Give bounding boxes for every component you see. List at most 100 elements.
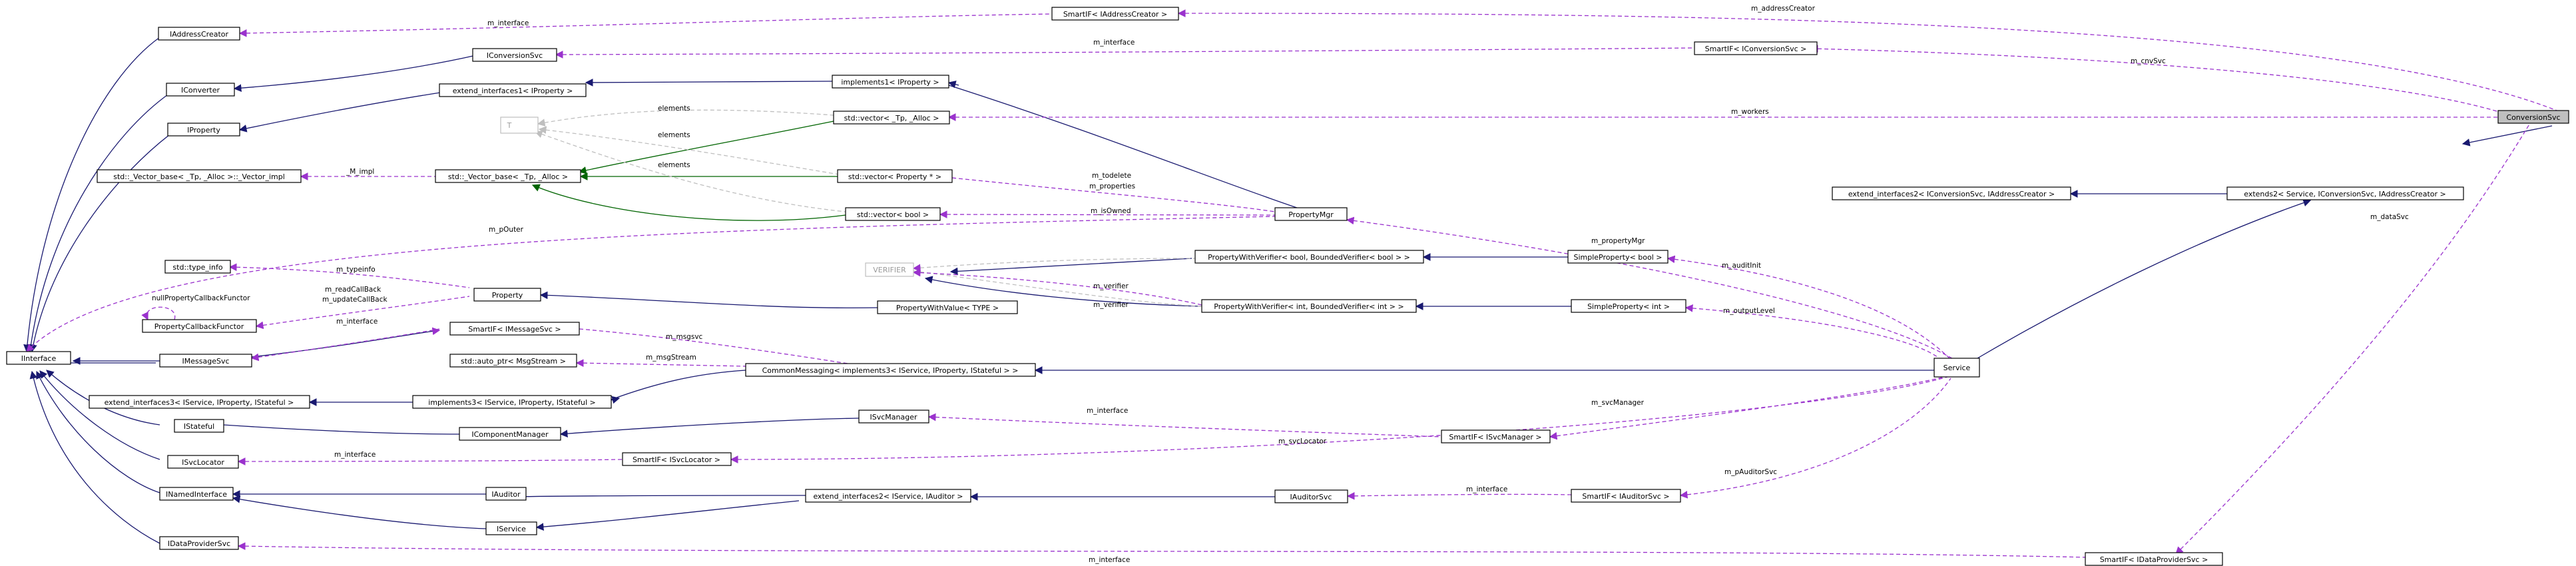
edge-iconversionsvc-smartifconversion [555, 47, 1695, 59]
edge-extendinterfaces1-implements1 [585, 79, 833, 87]
node-property-with-value-box[interactable]: PropertyWithValue< TYPE > [877, 300, 1018, 314]
node-extend-interfaces2-conv[interactable]: extend_interfaces2< IConversionSvc, IAdd… [1832, 186, 2071, 200]
label-null-property-callback-functor: nullPropertyCallbackFunctor [152, 294, 250, 302]
label-m-read-callback: m_readCallBack [325, 286, 382, 294]
node-iproperty-label: IProperty [187, 126, 220, 135]
node-idata-provider-svc-label: IDataProviderSvc [168, 539, 230, 548]
node-simple-property-bool[interactable]: SimpleProperty< bool > [1567, 250, 1669, 264]
node-idata-provider-svc[interactable]: IDataProviderSvc [159, 536, 239, 550]
node-property-callback-functor-label: PropertyCallbackFunctor [154, 322, 244, 331]
node-vector-bool[interactable]: std::vector< bool > [845, 207, 941, 221]
node-smartif-svc-locator[interactable]: SmartIF< ISvcLocator > [622, 452, 732, 466]
label-m-svc-locator: m_svcLocator [1278, 437, 1327, 445]
node-extend-interfaces2-svc-label: extend_interfaces2< IService, IAuditor > [813, 492, 963, 501]
node-smartif-address-creator[interactable]: SmartIF< IAddressCreator > [1051, 7, 1179, 21]
edge-propertywithvalue-pwvbool [949, 258, 1192, 276]
node-isvc-manager[interactable]: ISvcManager [858, 410, 929, 424]
node-conversion-svc[interactable]: ConversionSvc [2497, 110, 2569, 124]
edge-icomponentmanager-isvcmanager [559, 418, 860, 438]
node-imessage-svc-label: IMessageSvc [182, 357, 230, 366]
edge-smartifauditorsvc-service [1679, 378, 1951, 499]
label-m-audit-init: m_auditInit [1722, 262, 1761, 270]
node-inamed-interface[interactable]: INamedInterface [159, 487, 234, 501]
node-service[interactable]: Service [1933, 358, 1980, 378]
edge-smartifdataprovider-conversionsvc [2175, 123, 2531, 555]
node-t[interactable]: T [500, 117, 539, 134]
node-implements3[interactable]: implements3< IService, IProperty, IState… [412, 395, 612, 409]
node-extends2[interactable]: extends2< Service, IConversionSvc, IAddr… [2226, 186, 2464, 200]
node-property-callback-functor[interactable]: PropertyCallbackFunctor [142, 319, 257, 333]
node-vector-property[interactable]: std::vector< Property * > [837, 169, 953, 183]
node-vector-bool-label: std::vector< bool > [857, 210, 929, 219]
node-smartif-svc-manager[interactable]: SmartIF< ISvcManager > [1441, 429, 1551, 443]
node-isvc-locator[interactable]: ISvcLocator [167, 455, 239, 469]
node-verifier[interactable]: VERIFIER [865, 262, 914, 277]
label-m-msgsvc: m_msgsvc [666, 333, 703, 341]
node-istateful-label: IStateful [184, 422, 214, 431]
node-conversion-svc-label: ConversionSvc [2506, 113, 2560, 122]
node-imessage-svc[interactable]: IMessageSvc [159, 354, 252, 368]
label-m-workers: m_workers [1731, 108, 1769, 116]
node-smartif-svc-locator-label: SmartIF< ISvcLocator > [633, 455, 720, 464]
node-extend-interfaces2-svc[interactable]: extend_interfaces2< IService, IAuditor > [805, 489, 971, 503]
edge-t-vectorbool [534, 131, 846, 212]
node-pwv-int-label: PropertyWithVerifier< int, BoundedVerifi… [1214, 302, 1404, 311]
node-icomponent-manager[interactable]: IComponentManager [459, 427, 561, 441]
node-implements1[interactable]: implements1< IProperty > [832, 75, 949, 89]
edge-implements1-arrow [947, 81, 959, 89]
label-m-interface-auditor: m_interface [1466, 485, 1507, 493]
node-iauditor[interactable]: IAuditor [485, 487, 527, 501]
node-smartif-auditor-svc[interactable]: SmartIF< IAuditorSvc > [1571, 489, 1681, 503]
node-common-messaging[interactable]: CommonMessaging< implements3< IService, … [745, 363, 1036, 377]
node-extend-interfaces1[interactable]: extend_interfaces1< IProperty > [439, 83, 587, 97]
node-pwv-bool[interactable]: PropertyWithVerifier< bool, BoundedVerif… [1194, 250, 1424, 264]
node-type-info[interactable]: std::type_info [164, 260, 231, 274]
node-icomponent-manager-label: IComponentManager [471, 430, 549, 439]
node-pwv-bool-label: PropertyWithVerifier< bool, BoundedVerif… [1208, 253, 1410, 262]
node-smartif-data-provider-svc[interactable]: SmartIF< IDataProviderSvc > [2085, 552, 2223, 566]
edge-interface-idataprovidersvc [29, 370, 160, 544]
label-m-p-outer: m_pOuter [489, 226, 524, 234]
node-iauditor-svc[interactable]: IAuditorSvc [1274, 489, 1348, 503]
edge-interface-iproperty [29, 134, 170, 353]
edge-iproperty-extendinterfaces1 [238, 91, 445, 133]
node-istateful[interactable]: IStateful [174, 419, 224, 433]
node-isvc-manager-label: ISvcManager [870, 413, 917, 422]
node-auto-ptr-msg-stream[interactable]: std::auto_ptr< MsgStream > [449, 354, 577, 368]
node-iproperty[interactable]: IProperty [167, 123, 240, 137]
node-property[interactable]: Property [473, 288, 541, 302]
label-m-data-svc: m_dataSvc [2370, 213, 2409, 221]
edge-isvcmanager-smartifsvcmanager [927, 413, 1442, 437]
node-smartif-conversion-svc[interactable]: SmartIF< IConversionSvc > [1694, 41, 1818, 55]
node-vector-base-impl[interactable]: std::_Vector_base< _Tp, _Alloc >::_Vecto… [97, 169, 302, 183]
edge-service-extends2 [1977, 198, 2312, 359]
node-pwv-int[interactable]: PropertyWithVerifier< int, BoundedVerifi… [1201, 299, 1417, 313]
node-iservice[interactable]: IService [485, 521, 537, 535]
node-smartif-message-svc[interactable]: SmartIF< IMessageSvc > [449, 322, 580, 336]
node-inamed-interface-label: INamedInterface [166, 490, 227, 499]
edge-smartifmessagesvc-common [579, 328, 866, 367]
label-m-impl: _M_impl [346, 168, 374, 176]
node-iaddress-creator[interactable]: IAddressCreator [158, 27, 240, 41]
label-m-interface-address: m_interface [487, 19, 529, 27]
label-m-msg-stream: m_msgStream [646, 354, 696, 362]
edge-iaddresscreator-smartifaddress [238, 13, 1053, 37]
label-m-p-auditor-svc: m_pAuditorSvc [1724, 468, 1777, 476]
node-iservice-label: IService [497, 525, 526, 533]
node-interface[interactable]: IInterface [6, 351, 71, 365]
edge-vectorproperty-propertymgr [937, 173, 1276, 212]
node-interface-label: IInterface [21, 354, 57, 363]
node-iconversion-svc[interactable]: IConversionSvc [472, 48, 557, 62]
node-smartif-auditor-svc-label: SmartIF< IAuditorSvc > [1582, 492, 1669, 501]
node-property-mgr[interactable]: PropertyMgr [1274, 207, 1348, 221]
label-elements-3: elements [658, 161, 690, 169]
node-extend-interfaces3[interactable]: extend_interfaces3< IService, IProperty,… [89, 395, 310, 409]
node-vector-tp-alloc[interactable]: std::vector< _Tp, _Alloc > [833, 111, 950, 125]
label-m-output-level: m_outputLevel [1723, 307, 1775, 315]
node-simple-property-int[interactable]: SimpleProperty< int > [1571, 299, 1686, 313]
node-iconverter[interactable]: IConverter [166, 83, 235, 97]
node-vector-base[interactable]: std::_Vector_base< _Tp, _Alloc > [435, 169, 581, 183]
edge-propertywithvalue-pwvint [924, 276, 1202, 307]
node-iauditor-svc-label: IAuditorSvc [1290, 493, 1332, 501]
label-m-cnv-svc: m_cnvSvc [2131, 57, 2166, 65]
